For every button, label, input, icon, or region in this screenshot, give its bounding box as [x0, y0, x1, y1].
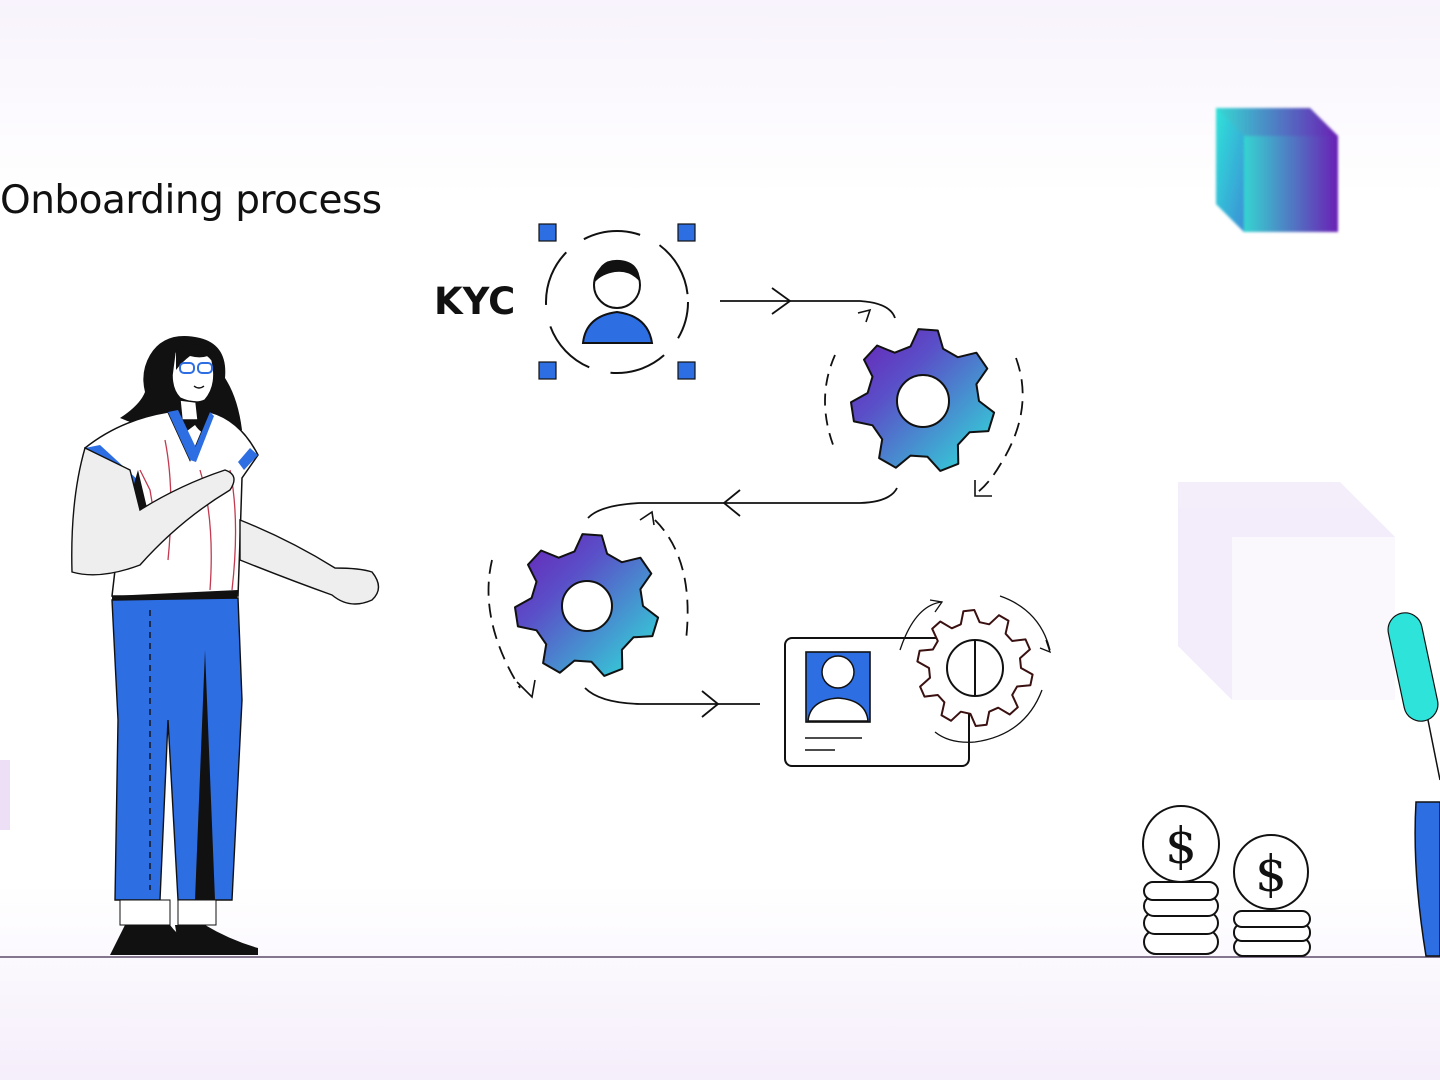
- gear2-hole: [561, 580, 613, 632]
- gear-icon-primary: [824, 308, 1024, 497]
- plant-decoration: [1387, 612, 1440, 957]
- faded-shape-left: [0, 760, 10, 830]
- arrow-gear2-to-card: [584, 687, 760, 705]
- corner-square-tl: [538, 223, 557, 242]
- corner-square-bl: [538, 361, 557, 380]
- faded-cube-decoration: [1178, 482, 1395, 700]
- coin-stack-small: $: [1233, 834, 1311, 957]
- woman-illustration: [71, 336, 380, 955]
- gear1-hole: [896, 374, 950, 428]
- arrow-kyc-to-gear1: [720, 300, 896, 319]
- gear-icon-secondary: [487, 510, 689, 699]
- corner-square-tr: [677, 223, 696, 242]
- coin-stack-large: $: [1142, 805, 1220, 955]
- cube-decoration: [1216, 108, 1338, 232]
- dollar-sign-large: $: [1165, 817, 1197, 875]
- arrow-gear1-to-gear2: [587, 487, 898, 519]
- dollar-sign-small: $: [1255, 845, 1287, 903]
- flow-arrows: [584, 287, 898, 718]
- kyc-user-icon: [538, 223, 696, 380]
- kyc-label: KYC: [434, 280, 516, 323]
- page-title: Onboarding process: [0, 178, 382, 223]
- corner-square-br: [677, 361, 696, 380]
- id-card-icon: [784, 595, 1052, 767]
